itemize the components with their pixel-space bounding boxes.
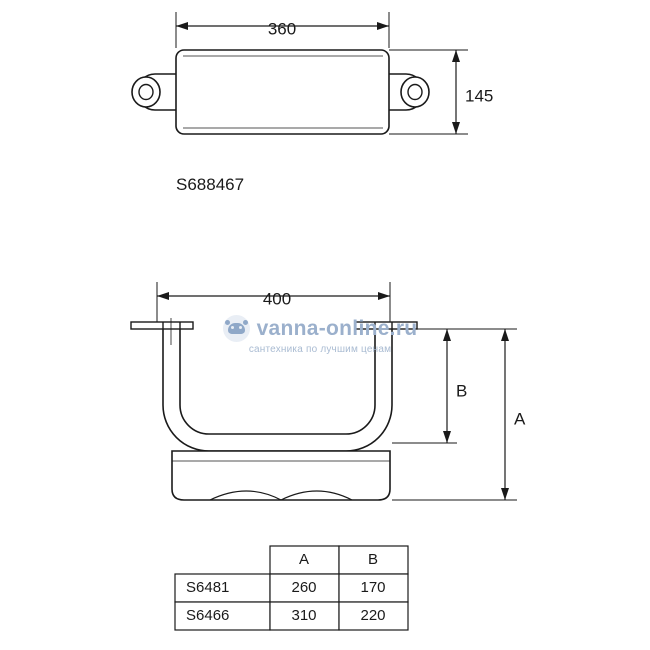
side-view-graphic [130,282,517,501]
table-row-model: S6466 [186,607,229,624]
side-view-width-dimension: 400 [263,289,291,308]
table-row-b-value: 170 [360,579,385,596]
side-view-a-dimension: A [514,409,526,428]
dimension-table [174,545,409,631]
top-view-width-dimension: 360 [268,19,296,38]
table-row-b-value: 220 [360,607,385,624]
top-view-graphic [131,12,468,135]
table-row-a-value: 310 [291,607,316,624]
side-view-b-dimension: B [456,381,467,400]
table-header-a: A [299,551,309,568]
top-view-part-label: S688467 [176,175,244,194]
table-header-b: B [368,551,378,568]
table-row-a-value: 260 [291,579,316,596]
top-view-height-dimension: 145 [465,86,493,105]
table-row-model: S6481 [186,579,229,596]
